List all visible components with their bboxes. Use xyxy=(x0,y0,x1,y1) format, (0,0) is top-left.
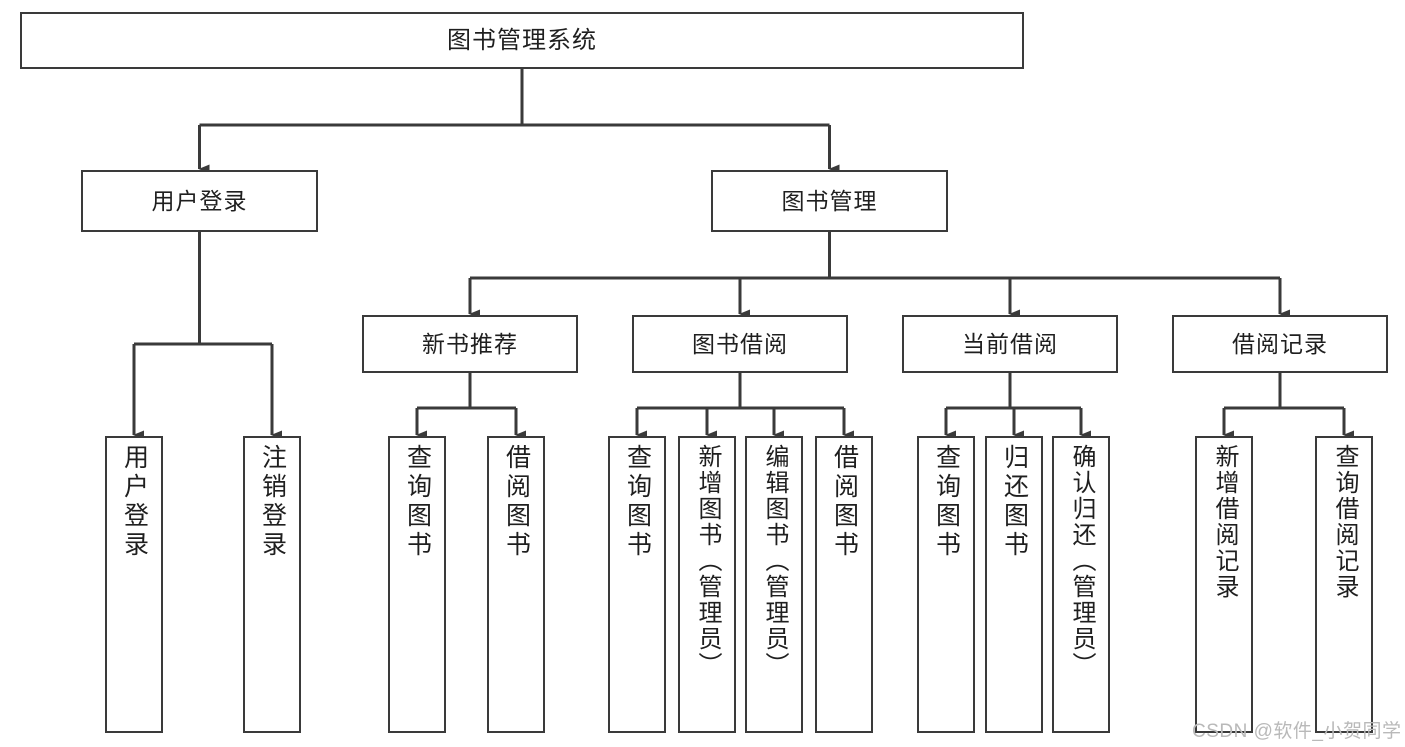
node-leaf-borrow-book-2-label: 借阅图书 xyxy=(830,444,859,560)
node-book-borrowing[interactable]: 图书借阅 xyxy=(632,315,848,373)
node-leaf-return-book[interactable]: 归还图书 xyxy=(985,436,1043,733)
node-borrow-records[interactable]: 借阅记录 xyxy=(1172,315,1388,373)
node-current-borrowing-label: 当前借阅 xyxy=(962,330,1058,357)
node-leaf-query-book-2[interactable]: 查询图书 xyxy=(608,436,666,733)
node-new-book-recommendation[interactable]: 新书推荐 xyxy=(362,315,578,373)
node-leaf-borrow-book-2[interactable]: 借阅图书 xyxy=(815,436,873,733)
node-root-label: 图书管理系统 xyxy=(447,26,597,54)
node-borrow-records-label: 借阅记录 xyxy=(1232,330,1328,357)
node-user-login-label: 用户登录 xyxy=(151,187,248,214)
node-leaf-edit-book-label: 编辑图书（管理员） xyxy=(761,444,788,678)
node-leaf-query-book-3[interactable]: 查询图书 xyxy=(917,436,975,733)
node-book-management-label: 图书管理 xyxy=(781,187,878,214)
node-leaf-logout[interactable]: 注销登录 xyxy=(243,436,301,733)
node-user-login[interactable]: 用户登录 xyxy=(81,170,318,232)
node-leaf-add-book[interactable]: 新增图书（管理员） xyxy=(678,436,736,733)
node-leaf-add-record-label: 新增借阅记录 xyxy=(1211,444,1238,600)
node-leaf-add-record[interactable]: 新增借阅记录 xyxy=(1195,436,1253,733)
node-leaf-query-book-2-label: 查询图书 xyxy=(623,444,652,560)
node-leaf-query-book-1-label: 查询图书 xyxy=(403,444,432,560)
node-leaf-query-book-1[interactable]: 查询图书 xyxy=(388,436,446,733)
node-book-borrowing-label: 图书借阅 xyxy=(692,330,788,357)
node-book-management[interactable]: 图书管理 xyxy=(711,170,948,232)
node-leaf-return-book-label: 归还图书 xyxy=(1000,444,1029,560)
node-leaf-query-record[interactable]: 查询借阅记录 xyxy=(1315,436,1373,733)
node-leaf-query-record-label: 查询借阅记录 xyxy=(1331,444,1358,600)
node-leaf-logout-label: 注销登录 xyxy=(258,444,287,560)
node-leaf-edit-book[interactable]: 编辑图书（管理员） xyxy=(745,436,803,733)
node-leaf-add-book-label: 新增图书（管理员） xyxy=(694,444,721,678)
node-leaf-user-login[interactable]: 用户登录 xyxy=(105,436,163,733)
node-current-borrowing[interactable]: 当前借阅 xyxy=(902,315,1118,373)
node-leaf-borrow-book-1-label: 借阅图书 xyxy=(502,444,531,560)
node-root[interactable]: 图书管理系统 xyxy=(20,12,1024,69)
node-leaf-confirm-return[interactable]: 确认归还（管理员） xyxy=(1052,436,1110,733)
node-leaf-user-login-label: 用户登录 xyxy=(120,444,149,560)
node-new-book-recommendation-label: 新书推荐 xyxy=(422,330,518,357)
node-leaf-query-book-3-label: 查询图书 xyxy=(932,444,961,560)
watermark: CSDN @软件_小贺同学 xyxy=(1192,721,1402,742)
node-leaf-confirm-return-label: 确认归还（管理员） xyxy=(1068,444,1095,678)
node-leaf-borrow-book-1[interactable]: 借阅图书 xyxy=(487,436,545,733)
